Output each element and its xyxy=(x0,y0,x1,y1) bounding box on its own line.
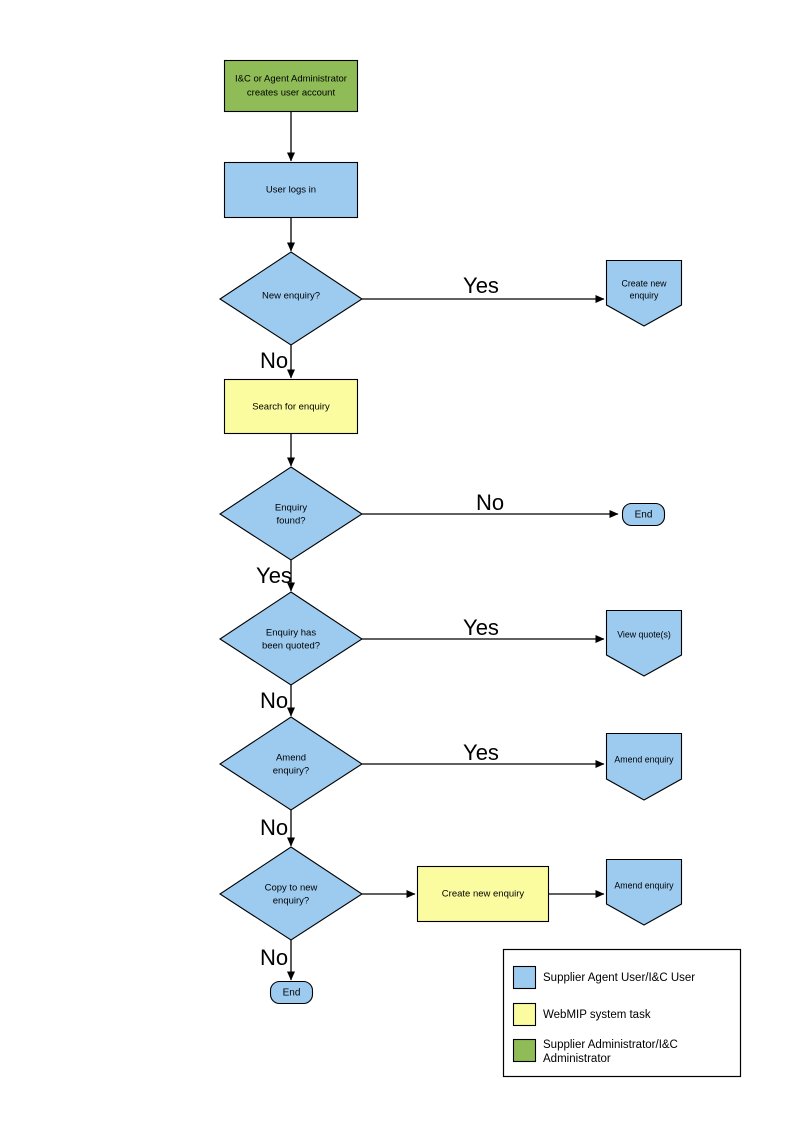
edge-label-enquiry-found-yes: Yes xyxy=(256,563,292,588)
edge-labels: Yes No No Yes Yes No Yes No No xyxy=(256,273,504,970)
legend-swatch-yellow xyxy=(512,1002,537,1027)
node-copy-to-new-enquiry-decision-line2: enquiry? xyxy=(273,896,309,907)
node-enquiry-quoted-decision[interactable]: Enquiry has been quoted? xyxy=(218,591,364,686)
node-enquiry-quoted-decision-line2: been quoted? xyxy=(262,641,320,652)
legend-label-supplier-agent-user: Supplier Agent User/I&C User xyxy=(543,972,695,984)
node-admin-creates-account-line1: I&C or Agent Administrator xyxy=(235,74,347,85)
node-new-enquiry-decision-label: New enquiry? xyxy=(262,291,320,302)
edge-label-copy-no: No xyxy=(260,945,288,970)
node-search-for-enquiry[interactable]: Search for enquiry xyxy=(223,378,359,435)
node-new-enquiry-decision[interactable]: New enquiry? xyxy=(218,251,364,346)
node-amend-enquiry-decision[interactable]: Amend enquiry? xyxy=(218,716,364,811)
node-enquiry-quoted-decision-line1: Enquiry has xyxy=(266,628,316,639)
legend-swatch-green xyxy=(512,1038,537,1063)
node-amend-enquiry-right[interactable]: Amend enquiry xyxy=(605,732,683,801)
node-end-bottom[interactable]: End xyxy=(269,980,314,1005)
edge-label-quoted-no: No xyxy=(260,688,288,713)
edge-label-enquiry-found-no: No xyxy=(476,490,504,515)
node-view-quotes-label: View quote(s) xyxy=(617,629,671,639)
node-create-new-enquiry-top-line2: enquiry xyxy=(630,290,659,300)
legend-swatch-blue xyxy=(512,965,537,990)
legend: Supplier Agent User/I&C User WebMIP syst… xyxy=(502,948,742,1078)
edge-label-new-enquiry-no: No xyxy=(260,348,288,373)
legend-label-supplier-administrator-line1: Supplier Administrator/I&C xyxy=(543,1039,678,1051)
legend-border xyxy=(502,948,742,1078)
node-admin-creates-account-line2: creates user account xyxy=(247,88,336,99)
connectors xyxy=(287,112,619,981)
edge-label-quoted-yes: Yes xyxy=(463,615,499,640)
node-end-top[interactable]: End xyxy=(621,502,666,527)
node-end-bottom-label: End xyxy=(283,988,301,999)
legend-label-supplier-administrator-line2: Administrator xyxy=(543,1053,611,1065)
edge-label-amend-yes: Yes xyxy=(463,740,499,765)
node-end-top-label: End xyxy=(635,510,653,521)
legend-item-webmip-system-task: WebMIP system task xyxy=(512,1002,651,1027)
node-amend-enquiry-decision-line1: Amend xyxy=(276,753,306,764)
node-search-for-enquiry-label: Search for enquiry xyxy=(252,402,330,413)
node-enquiry-found-decision-line2: found? xyxy=(276,516,305,527)
node-create-new-enquiry-top[interactable]: Create new enquiry xyxy=(605,259,683,327)
node-amend-enquiry-decision-line2: enquiry? xyxy=(273,766,309,777)
edge-label-amend-no: No xyxy=(260,815,288,840)
legend-label-webmip-system-task: WebMIP system task xyxy=(543,1009,651,1021)
node-user-logs-in[interactable]: User logs in xyxy=(223,161,359,219)
node-enquiry-found-decision-line1: Enquiry xyxy=(275,503,307,514)
node-amend-enquiry-bottom-label: Amend enquiry xyxy=(614,880,674,890)
node-amend-enquiry-right-label: Amend enquiry xyxy=(614,754,674,764)
node-enquiry-found-decision[interactable]: Enquiry found? xyxy=(218,466,364,561)
legend-item-supplier-agent-user: Supplier Agent User/I&C User xyxy=(512,965,695,990)
edge-label-new-enquiry-yes: Yes xyxy=(463,273,499,298)
node-amend-enquiry-bottom[interactable]: Amend enquiry xyxy=(605,858,683,926)
node-create-new-enquiry-top-line1: Create new xyxy=(622,278,668,288)
node-create-new-enquiry-bottom-label: Create new enquiry xyxy=(442,889,525,900)
node-view-quotes[interactable]: View quote(s) xyxy=(605,609,683,677)
node-copy-to-new-enquiry-decision-line1: Copy to new xyxy=(265,883,318,894)
node-copy-to-new-enquiry-decision[interactable]: Copy to new enquiry? xyxy=(218,846,364,941)
node-admin-creates-account[interactable]: I&C or Agent Administrator creates user … xyxy=(223,59,359,113)
legend-item-supplier-administrator: Supplier Administrator/I&C Administrator xyxy=(512,1038,678,1065)
node-user-logs-in-label: User logs in xyxy=(266,185,316,196)
node-create-new-enquiry-bottom[interactable]: Create new enquiry xyxy=(416,865,550,923)
